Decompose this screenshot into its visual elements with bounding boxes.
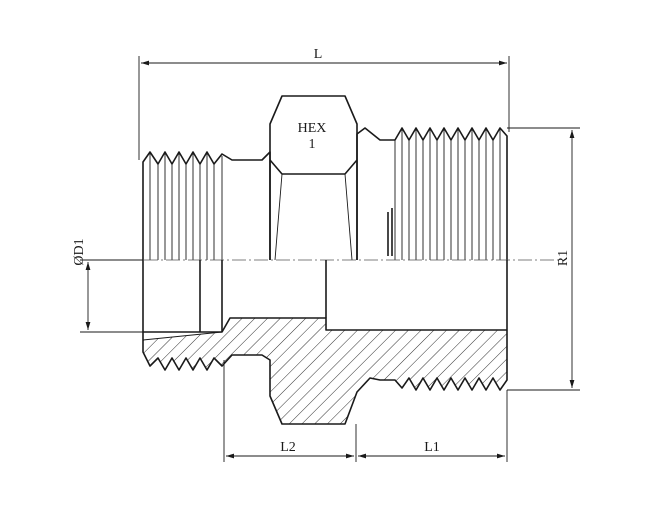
bore-chamfer bbox=[142, 331, 223, 341]
right-thread-flank-lines bbox=[394, 128, 501, 260]
hex-label-line1: HEX bbox=[298, 121, 327, 136]
dimension-R1: R1 bbox=[507, 127, 580, 391]
dimension-L: L bbox=[138, 47, 510, 160]
dim-label-L2: L2 bbox=[280, 440, 296, 455]
hex-lower-face bbox=[274, 173, 353, 261]
section-outline bbox=[142, 260, 508, 425]
right-thread-outline bbox=[356, 127, 508, 260]
hex-flat-edge bbox=[269, 159, 358, 175]
dim-label-D1: ØD1 bbox=[72, 238, 87, 265]
dim-label-L: L bbox=[314, 47, 323, 62]
dim-label-L1: L1 bbox=[424, 440, 440, 455]
left-thread-flank-lines bbox=[149, 152, 223, 260]
upper-exterior-view: HEX 1 bbox=[142, 95, 508, 261]
dimension-L1: L1 bbox=[358, 390, 508, 462]
dimension-D1: ØD1 bbox=[72, 238, 143, 333]
bore-step-left bbox=[199, 260, 327, 332]
lower-section-view bbox=[142, 260, 508, 425]
left-thread-outline bbox=[142, 151, 271, 260]
hex-label-line2: 1 bbox=[309, 137, 316, 152]
bore-outline bbox=[143, 317, 507, 333]
section-hatch bbox=[143, 318, 507, 424]
right-undercut bbox=[387, 208, 393, 256]
dimension-L2: L2 bbox=[223, 360, 357, 462]
dim-label-R1: R1 bbox=[556, 250, 571, 266]
